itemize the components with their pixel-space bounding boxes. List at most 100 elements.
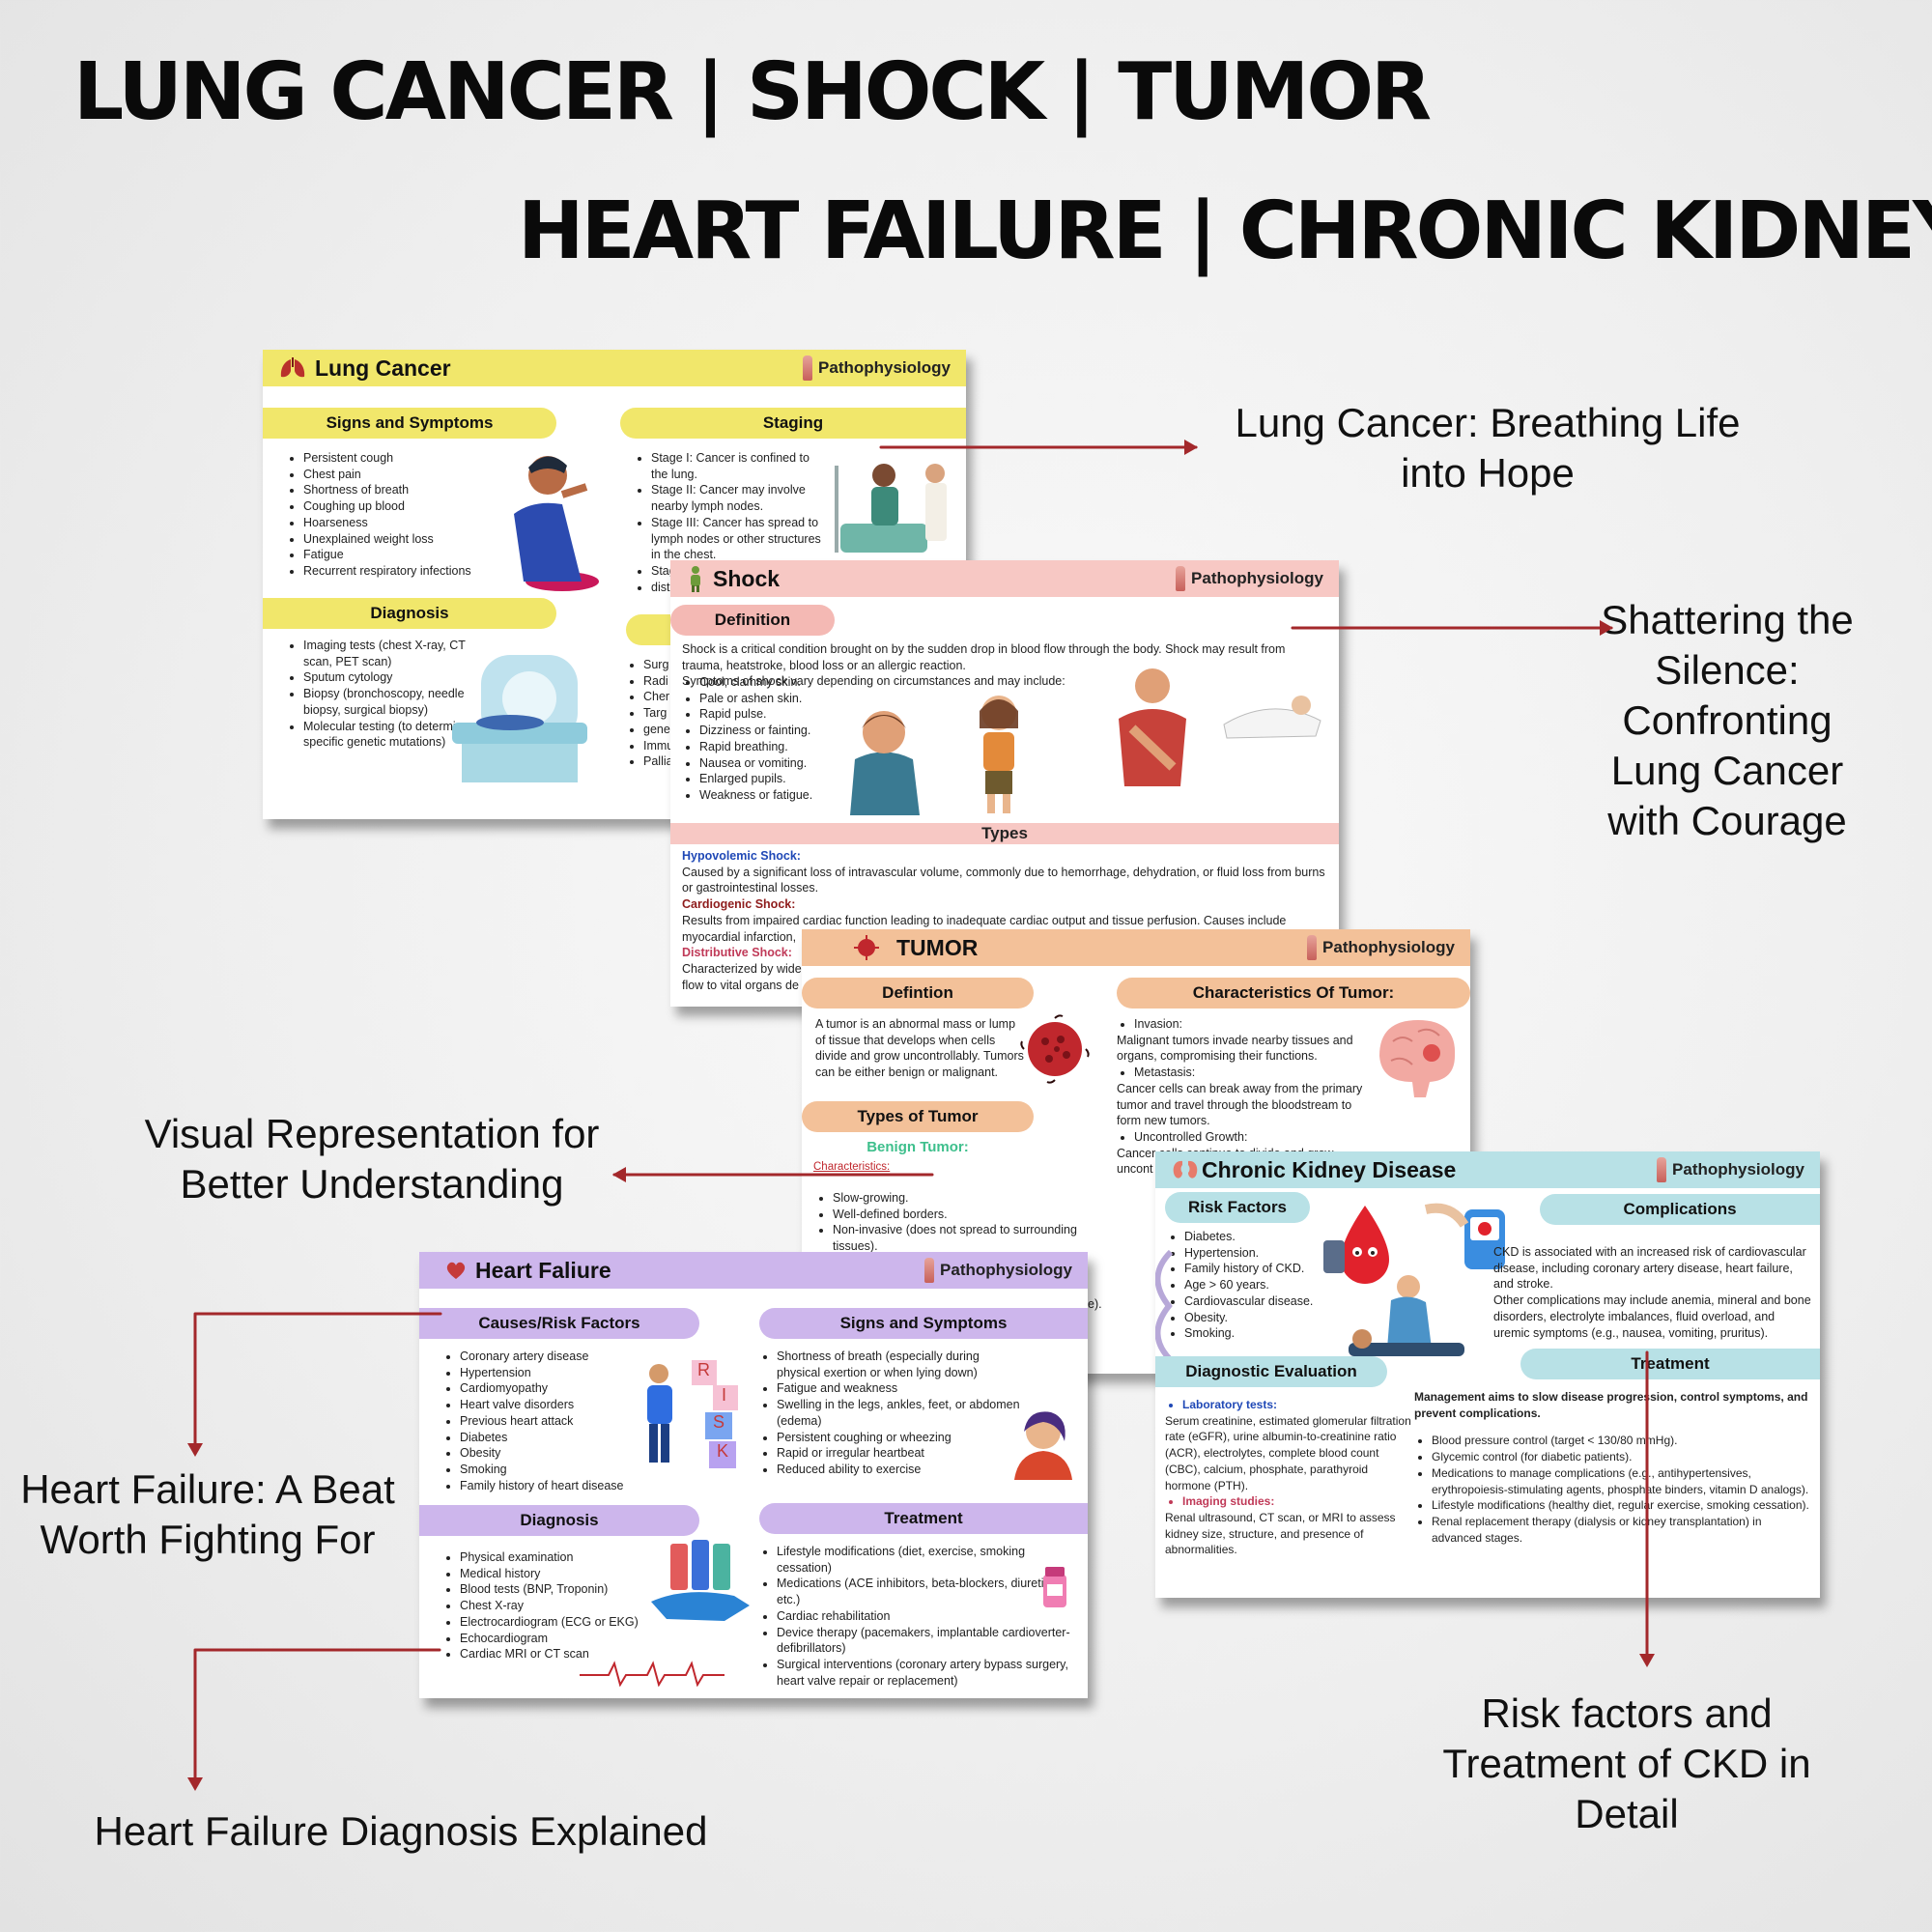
list-item: Physical examination [460, 1549, 655, 1566]
list-item: Molecular testing (to determine specific… [303, 719, 469, 751]
tumor-characteristics-text: Invasion: Malignant tumors invade nearby… [1117, 1016, 1370, 1178]
hf-signs-heading: Signs and Symptoms [759, 1308, 1088, 1339]
body-icon [924, 1258, 935, 1283]
list-item: Imaging tests (chest X-ray, CT scan, PET… [303, 638, 469, 669]
list-item: gene [643, 722, 684, 738]
list-item: Rapid or irregular heartbeat [777, 1445, 1020, 1462]
shock-title: Shock [713, 565, 781, 591]
lung-header: Lung Cancer Pathophysiology [263, 350, 966, 386]
heart-icon [444, 1259, 468, 1282]
list-item: Unexplained weight loss [303, 531, 508, 548]
hf-treatment-list: Lifestyle modifications (diet, exercise,… [759, 1544, 1074, 1689]
list-item: Biopsy (bronchoscopy, needle biopsy, sur… [303, 686, 469, 718]
list-item: Electrocardiogram (ECG or EKG) [460, 1614, 655, 1631]
callout-lung-cancer: Lung Cancer: Breathing Life into Hope [1235, 400, 1741, 496]
distributive-heading: Distributive Shock: [682, 946, 792, 960]
tumor-cell-illustration [1018, 1012, 1092, 1086]
list-item: Radi [643, 673, 684, 690]
lung-treatment-fragments: SurgRadiCherTarggeneImmuPallia [626, 657, 684, 770]
list-item: Non-invasive (does not spread to surroun… [833, 1222, 1101, 1254]
lung-signs-heading: Signs and Symptoms [263, 408, 556, 439]
risk-letter: R [697, 1360, 710, 1379]
callout-visual-representation: Visual Representation for Better Underst… [144, 1111, 600, 1207]
list-item: Medical history [460, 1566, 655, 1582]
list-item: Smoking [460, 1462, 645, 1478]
kidney-outline-illustration [1155, 1248, 1180, 1364]
shock-types-heading: Types [670, 823, 1339, 844]
shock-definition-text: Shock is a critical condition brought on… [682, 642, 1286, 689]
heartbeat-line-icon [580, 1660, 724, 1688]
list-item: Enlarged pupils. [699, 771, 846, 787]
hf-tag: Pathophysiology [924, 1258, 1072, 1283]
body-icon [1657, 1157, 1667, 1182]
list-item: Dizziness or fainting. [699, 723, 846, 739]
shock-definition-heading: Definition [670, 605, 835, 636]
callout-ckd-detail: Risk factors and Treatment of CKD in Det… [1442, 1690, 1811, 1836]
list-item: Hoarseness [303, 515, 508, 531]
tumor-characteristics-heading: Characteristics Of Tumor: [1117, 978, 1470, 1009]
list-item: Slow-growing. [833, 1190, 1101, 1207]
lung-signs-list: Persistent coughChest painShortness of b… [286, 450, 508, 580]
lung-tag: Pathophysiology [803, 355, 951, 381]
list-item: Coughing up blood [303, 498, 508, 515]
ckd-risk-list: Diabetes.Hypertension.Family history of … [1167, 1229, 1350, 1342]
medicine-bottle-illustration [1037, 1565, 1076, 1609]
ckd-diagnostic-heading: Diagnostic Evaluation [1155, 1356, 1387, 1387]
hf-causes-list: Coronary artery diseaseHypertensionCardi… [442, 1349, 645, 1493]
list-item: Smoking. [1184, 1325, 1350, 1342]
list-item: Blood pressure control (target < 130/80 … [1432, 1433, 1812, 1449]
callout-shattering-silence: Shattering the Silence: Confronting Lung… [1601, 597, 1854, 843]
ckd-treatment-text: Management aims to slow disease progress… [1414, 1389, 1812, 1546]
lung-diagnosis-heading: Diagnosis [263, 598, 556, 629]
lab-tests-heading: Laboratory tests: [1182, 1397, 1414, 1413]
callout-hf-diagnosis: Heart Failure Diagnosis Explained [94, 1808, 708, 1854]
list-item: Cardiomyopathy [460, 1380, 645, 1397]
list-item: Age > 60 years. [1184, 1277, 1350, 1293]
cardiogenic-heading: Cardiogenic Shock: [682, 897, 796, 912]
list-item: Device therapy (pacemakers, implantable … [777, 1625, 1074, 1657]
shock-header: Shock Pathophysiology [670, 560, 1339, 597]
list-item: Chest pain [303, 467, 508, 483]
list-item: Rapid breathing. [699, 739, 846, 755]
list-item: dista [651, 580, 827, 596]
list-item: Stage I: Cancer is confined to the lung. [651, 450, 827, 482]
list-item: Family history of heart disease [460, 1478, 645, 1494]
list-item: Nausea or vomiting. [699, 755, 846, 772]
list-item: Cardiac MRI or CT scan [460, 1646, 655, 1662]
risk-blocks-illustration: R I S K [632, 1356, 757, 1474]
ckd-sheet: Chronic Kidney Disease Pathophysiology R… [1155, 1151, 1820, 1598]
shock-sheet: Shock Pathophysiology Definition Shock i… [670, 560, 1339, 1007]
list-item: Coronary artery disease [460, 1349, 645, 1365]
collapsing-man-illustration [1099, 661, 1206, 788]
headline-line-1: LUNG CANCER | SHOCK | TUMOR [73, 46, 1432, 138]
list-item: Renal replacement therapy (dialysis or k… [1432, 1514, 1812, 1546]
list-item: Diabetes. [1184, 1229, 1350, 1245]
list-item: Rapid pulse. [699, 706, 846, 723]
dizzy-man-illustration [840, 701, 927, 815]
list-item: Family history of CKD. [1184, 1261, 1350, 1277]
lung-staging-heading: Staging [620, 408, 966, 439]
list-item: Echocardiogram [460, 1631, 655, 1647]
coughing-person-illustration [495, 446, 601, 591]
glucose-meter-illustration [1422, 1200, 1519, 1275]
list-item: Hypertension. [1184, 1245, 1350, 1262]
shock-types-text: Hypovolemic Shock: Caused by a significa… [682, 848, 1327, 993]
callout-heart-failure: Heart Failure: A Beat Worth Fighting For [20, 1466, 395, 1562]
ckd-risk-heading: Risk Factors [1165, 1192, 1310, 1223]
kidney-icon [1171, 1158, 1200, 1181]
list-item: Cher [643, 689, 684, 705]
list-item: Targ [643, 705, 684, 722]
list-item: Stag [651, 563, 827, 580]
list-item: Hypertension [460, 1365, 645, 1381]
benign-list: Slow-growing.Well-defined borders.Non-in… [815, 1190, 1101, 1255]
virus-icon [854, 935, 879, 960]
list-item: Fatigue and weakness [777, 1380, 1020, 1397]
list-item: Shortness of breath (especially during p… [777, 1349, 1020, 1380]
list-item: Heart valve disorders [460, 1397, 645, 1413]
list-item: Weakness or fatigue. [699, 787, 846, 804]
list-item: Pale or ashen skin. [699, 691, 846, 707]
cpr-illustration [1349, 1271, 1464, 1364]
benign-char-label: Characteristics: [813, 1161, 891, 1173]
imaging-heading: Imaging studies: [1182, 1493, 1414, 1510]
shock-tag: Pathophysiology [1176, 566, 1323, 591]
